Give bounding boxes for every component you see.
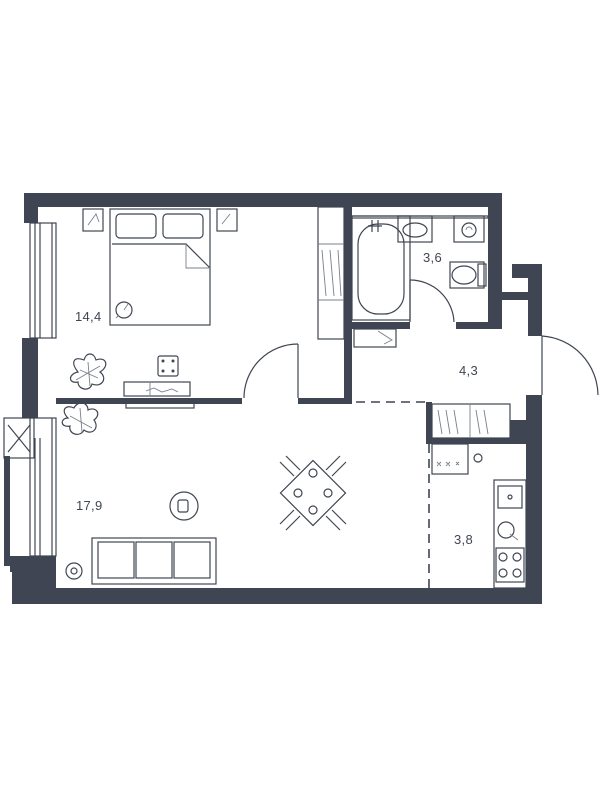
kitchen-fixtures [431,443,527,589]
doors [243,279,599,399]
wall-left-outer [4,456,10,566]
sofa [91,537,217,585]
outer-walls [10,193,542,604]
bed [109,208,211,326]
wall-kitchen-top [426,438,526,444]
wall-bath-left [344,207,352,402]
faucet-icon [473,453,483,463]
wall-bottom [12,588,542,604]
stove [495,547,525,583]
wall-hall-upper [456,322,502,329]
room-area-bedroom: 14,4 [75,309,102,324]
bedroom-furniture [69,206,345,409]
wall-bedroom-living [56,398,242,404]
window-bedroom [29,222,57,339]
wall-right-upper [488,193,502,323]
windows [3,222,57,566]
bathroom-fixtures [351,215,489,321]
kitchen-counter [431,443,469,475]
wall-bedroom-hall [298,398,352,404]
pouf [157,355,179,377]
nightstand-left [82,208,104,232]
room-area-hallway: 4,3 [459,363,478,378]
dining-table [279,455,347,531]
balcony-door [3,417,35,459]
room-area-living: 17,9 [76,498,103,513]
coffee-table [169,491,199,521]
clock-icon [115,301,133,319]
hall-wardrobe [431,403,511,439]
wardrobe [317,206,345,340]
kitchen-sink [497,485,523,509]
window-living [29,417,57,557]
room-area-bathroom: 3,6 [423,250,442,265]
wall-right-lower [526,395,542,604]
kettle-icon [497,521,515,539]
hallway-furniture [353,328,511,439]
desk [123,381,191,397]
wall-kitchen-stub [426,402,432,442]
inner-walls [56,207,526,444]
plant-icon [69,353,107,390]
shoe-cabinet [353,328,397,348]
toilet [449,261,485,289]
washing-machine [453,215,485,243]
wall-left-mid [22,338,38,418]
nightstand-right [216,208,238,232]
wall-bath-bottom [352,322,410,329]
speaker-icon [65,562,83,580]
wall-shaft-right [528,264,542,336]
wall-left-low [10,556,56,572]
plant-icon [61,402,99,435]
wall-top [24,193,502,207]
living-furniture [61,402,347,585]
wall-shaft-mid [500,292,530,300]
wall-left-top [24,193,38,223]
wall-kitchen-riser [510,420,526,444]
room-area-kitchen: 3,8 [454,532,473,547]
kitchen-unit [493,479,527,589]
